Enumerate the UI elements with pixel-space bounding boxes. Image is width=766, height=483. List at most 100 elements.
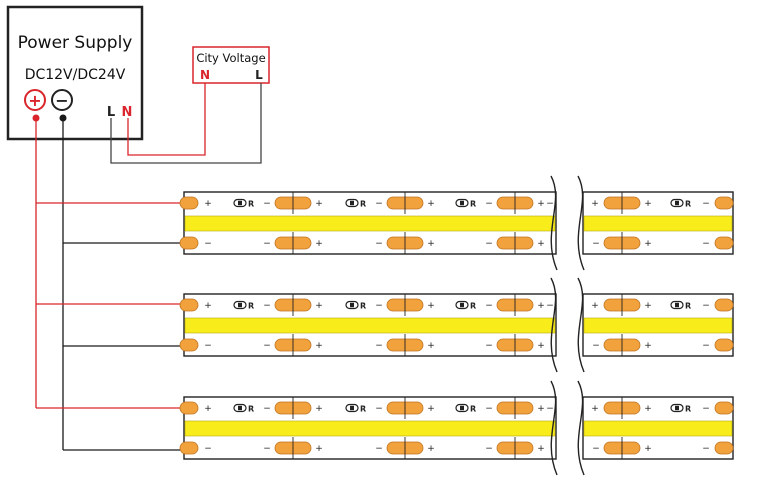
minus-mark: − <box>485 341 493 351</box>
plus-mark: + <box>427 199 435 209</box>
plus-mark: + <box>644 444 652 454</box>
plus-mark: + <box>427 404 435 414</box>
led-light-band <box>583 215 733 232</box>
end-solder-pad <box>179 236 199 250</box>
city-voltage-n-terminal: N <box>200 68 210 82</box>
resistor-label: R <box>360 200 366 209</box>
end-solder-pad <box>179 196 199 210</box>
plus-mark: + <box>644 301 652 311</box>
plus-mark: + <box>644 404 652 414</box>
led-light-band <box>184 317 556 334</box>
minus-mark: − <box>485 239 493 249</box>
resistor-label: R <box>685 302 691 311</box>
resistor-body <box>675 200 679 206</box>
minus-mark: − <box>375 239 383 249</box>
plus-mark: + <box>537 444 545 454</box>
ac-live-wire <box>110 83 262 164</box>
plus-mark: + <box>315 341 323 351</box>
city-voltage-unit: City Voltage N L <box>192 46 270 84</box>
power-supply-title: Power Supply <box>18 33 133 53</box>
plus-mark: + <box>591 301 599 311</box>
city-voltage-box <box>192 46 270 84</box>
minus-mark: − <box>263 239 271 249</box>
minus-mark: − <box>702 341 710 351</box>
minus-mark: − <box>592 444 600 454</box>
plus-mark: + <box>204 301 212 311</box>
resistor-body <box>350 302 354 308</box>
plus-mark: + <box>591 199 599 209</box>
end-solder-pad <box>714 196 734 210</box>
end-solder-pad <box>714 298 734 312</box>
power-supply-unit: Power Supply DC12V/DC24V + − L N <box>6 5 144 141</box>
minus-mark: − <box>702 199 710 209</box>
minus-mark: − <box>702 444 710 454</box>
resistor-body <box>238 200 242 206</box>
plus-mark: + <box>315 444 323 454</box>
minus-mark: − <box>592 341 600 351</box>
resistor-body <box>350 405 354 411</box>
resistor-label: R <box>248 200 254 209</box>
continuation-break-icon <box>577 175 585 271</box>
plus-mark: + <box>427 444 435 454</box>
plus-mark: + <box>537 341 545 351</box>
plus-mark: + <box>591 404 599 414</box>
minus-mark: − <box>263 199 271 209</box>
plus-mark: + <box>315 239 323 249</box>
psu-n-terminal: N <box>122 105 133 120</box>
end-solder-pad <box>179 298 199 312</box>
continuation-break-icon <box>550 277 558 373</box>
plus-mark: + <box>644 239 652 249</box>
plus-mark: + <box>427 301 435 311</box>
plus-mark: + <box>204 404 212 414</box>
strip-segment-end: ++−+R−− <box>582 396 734 460</box>
led-light-band <box>184 420 556 437</box>
resistor-body <box>238 405 242 411</box>
led-light-band <box>583 317 733 334</box>
minus-mark: − <box>702 239 710 249</box>
city-voltage-title: City Voltage <box>196 51 265 65</box>
power-supply-box <box>6 5 144 141</box>
positive-terminal-symbol: + <box>28 91 41 110</box>
resistor-label: R <box>360 302 366 311</box>
negative-terminal-icon <box>51 89 73 111</box>
end-solder-pad <box>714 441 734 455</box>
dc-wiring <box>32 114 190 451</box>
minus-mark: − <box>702 404 710 414</box>
plus-mark: + <box>204 199 212 209</box>
resistor-label: R <box>470 302 476 311</box>
resistor-body <box>460 302 464 308</box>
continuation-break-icon <box>577 277 585 373</box>
psu-l-terminal: L <box>107 105 115 120</box>
continuation-break-icon <box>577 380 585 476</box>
minus-mark: − <box>204 239 212 249</box>
ac-neutral-wire <box>127 83 206 156</box>
minus-mark: − <box>204 341 212 351</box>
end-solder-pad <box>179 338 199 352</box>
ac-wiring <box>110 83 262 164</box>
continuation-break-icon <box>550 380 558 476</box>
negative-terminal-symbol: − <box>55 91 68 110</box>
plus-mark: + <box>537 239 545 249</box>
continuation-break-icon <box>550 175 558 271</box>
plus-mark: + <box>315 301 323 311</box>
end-solder-pad <box>714 401 734 415</box>
resistor-label: R <box>470 405 476 414</box>
resistor-label: R <box>248 405 254 414</box>
plus-mark: + <box>644 341 652 351</box>
resistor-body <box>238 302 242 308</box>
minus-mark: − <box>485 404 493 414</box>
resistor-body <box>350 200 354 206</box>
end-solder-pad <box>714 236 734 250</box>
resistor-label: R <box>470 200 476 209</box>
plus-mark: + <box>315 404 323 414</box>
minus-mark: − <box>263 444 271 454</box>
minus-mark: − <box>592 239 600 249</box>
end-solder-pad <box>179 441 199 455</box>
minus-mark: − <box>263 341 271 351</box>
